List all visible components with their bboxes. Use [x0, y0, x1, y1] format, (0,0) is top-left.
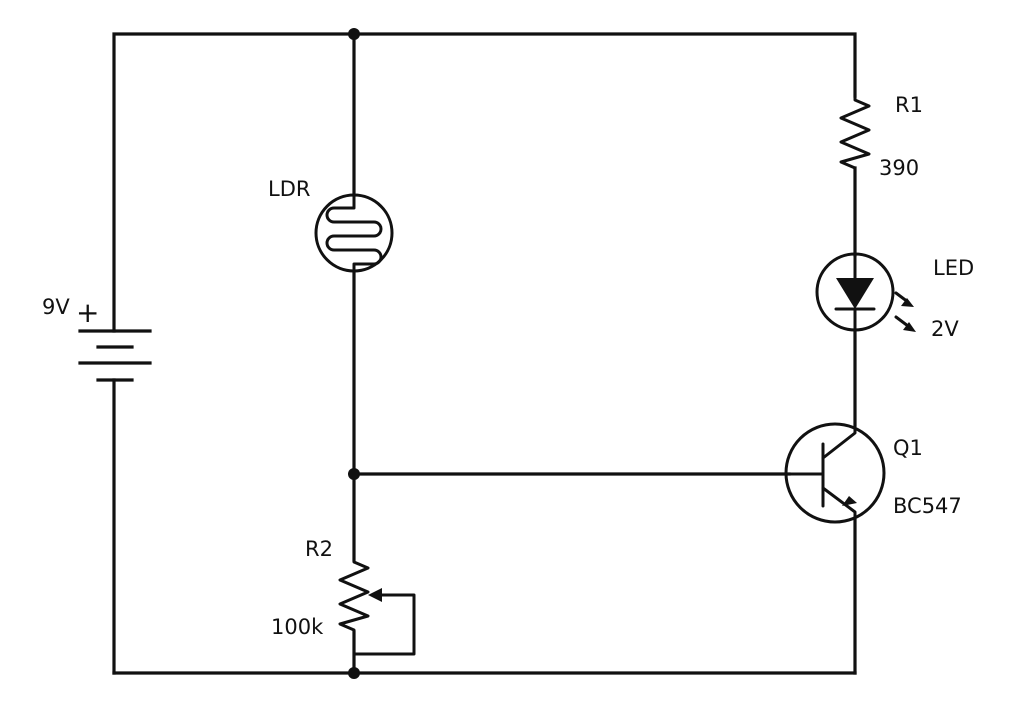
led-value-label: 2V	[931, 317, 959, 341]
q1-name-label: Q1	[893, 436, 923, 460]
ldr-label: LDR	[268, 177, 310, 201]
light-arrow	[894, 315, 910, 328]
light-arrowhead	[901, 298, 914, 307]
r2-potentiometer-symbol	[338, 558, 416, 656]
junction-dot-bottom	[348, 667, 360, 679]
r1-resistor-symbol	[839, 94, 871, 170]
q1-transistor-symbol	[784, 422, 886, 524]
r1-value-label: 390	[879, 156, 919, 180]
wiper-arrowhead	[368, 588, 382, 602]
emitter-arrowhead	[842, 496, 857, 506]
battery-symbol	[78, 329, 152, 382]
led-triangle	[836, 278, 874, 309]
led-name-label: LED	[933, 256, 974, 280]
ldr-serpentine	[325, 193, 383, 274]
r2-name-label: R2	[305, 537, 333, 561]
led-symbol	[815, 252, 916, 332]
battery-label: 9V	[42, 295, 70, 319]
r1-zigzag	[839, 94, 871, 170]
junction-dot-top	[348, 28, 360, 40]
wires	[112, 32, 857, 675]
ldr-symbol	[314, 193, 394, 274]
light-arrowhead	[903, 322, 916, 332]
labels: 9V + LDR R1 390 LED 2V Q1 BC547 R2 100k	[42, 93, 974, 639]
top-wire	[112, 32, 857, 333]
transistor-emitter	[821, 486, 857, 522]
r1-name-label: R1	[895, 93, 923, 117]
q1-part-label: BC547	[893, 494, 962, 518]
transistor-collector	[821, 423, 857, 460]
junction-dot-middle	[348, 468, 360, 480]
transistor-body	[784, 422, 886, 524]
r2-value-label: 100k	[271, 615, 324, 639]
battery-plus-sign: +	[76, 296, 99, 329]
r2-wiper	[352, 593, 416, 656]
r2-zigzag	[338, 558, 370, 634]
junctions	[348, 28, 360, 679]
